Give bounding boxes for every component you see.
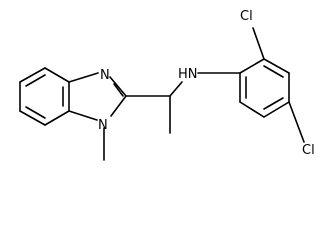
bond xyxy=(19,110,46,126)
bond xyxy=(25,74,46,87)
bond xyxy=(252,27,265,60)
bond xyxy=(19,67,46,83)
bond xyxy=(44,110,70,126)
bond xyxy=(68,72,99,83)
bond xyxy=(263,101,290,118)
bond xyxy=(263,58,290,74)
imidazole-n-label: N xyxy=(100,68,110,83)
chlorine-bottom-label: Cl xyxy=(302,143,315,158)
molecule-structure: Cl Cl HN N N xyxy=(19,9,315,161)
bond xyxy=(25,106,46,119)
chlorine-top-label: Cl xyxy=(240,9,253,24)
bond xyxy=(109,76,127,97)
amine-nh-label: HN xyxy=(178,67,198,82)
molecule-diagram: Cl Cl HN N N xyxy=(19,9,315,161)
bond xyxy=(239,58,265,74)
bond xyxy=(169,81,183,97)
bond xyxy=(263,65,284,78)
bond xyxy=(110,95,127,117)
bond xyxy=(263,97,284,110)
bond xyxy=(288,101,305,143)
bond xyxy=(113,83,124,97)
n-methyl-label: N xyxy=(98,118,108,133)
bond xyxy=(68,110,98,121)
bond xyxy=(44,67,70,83)
bond xyxy=(239,101,265,118)
